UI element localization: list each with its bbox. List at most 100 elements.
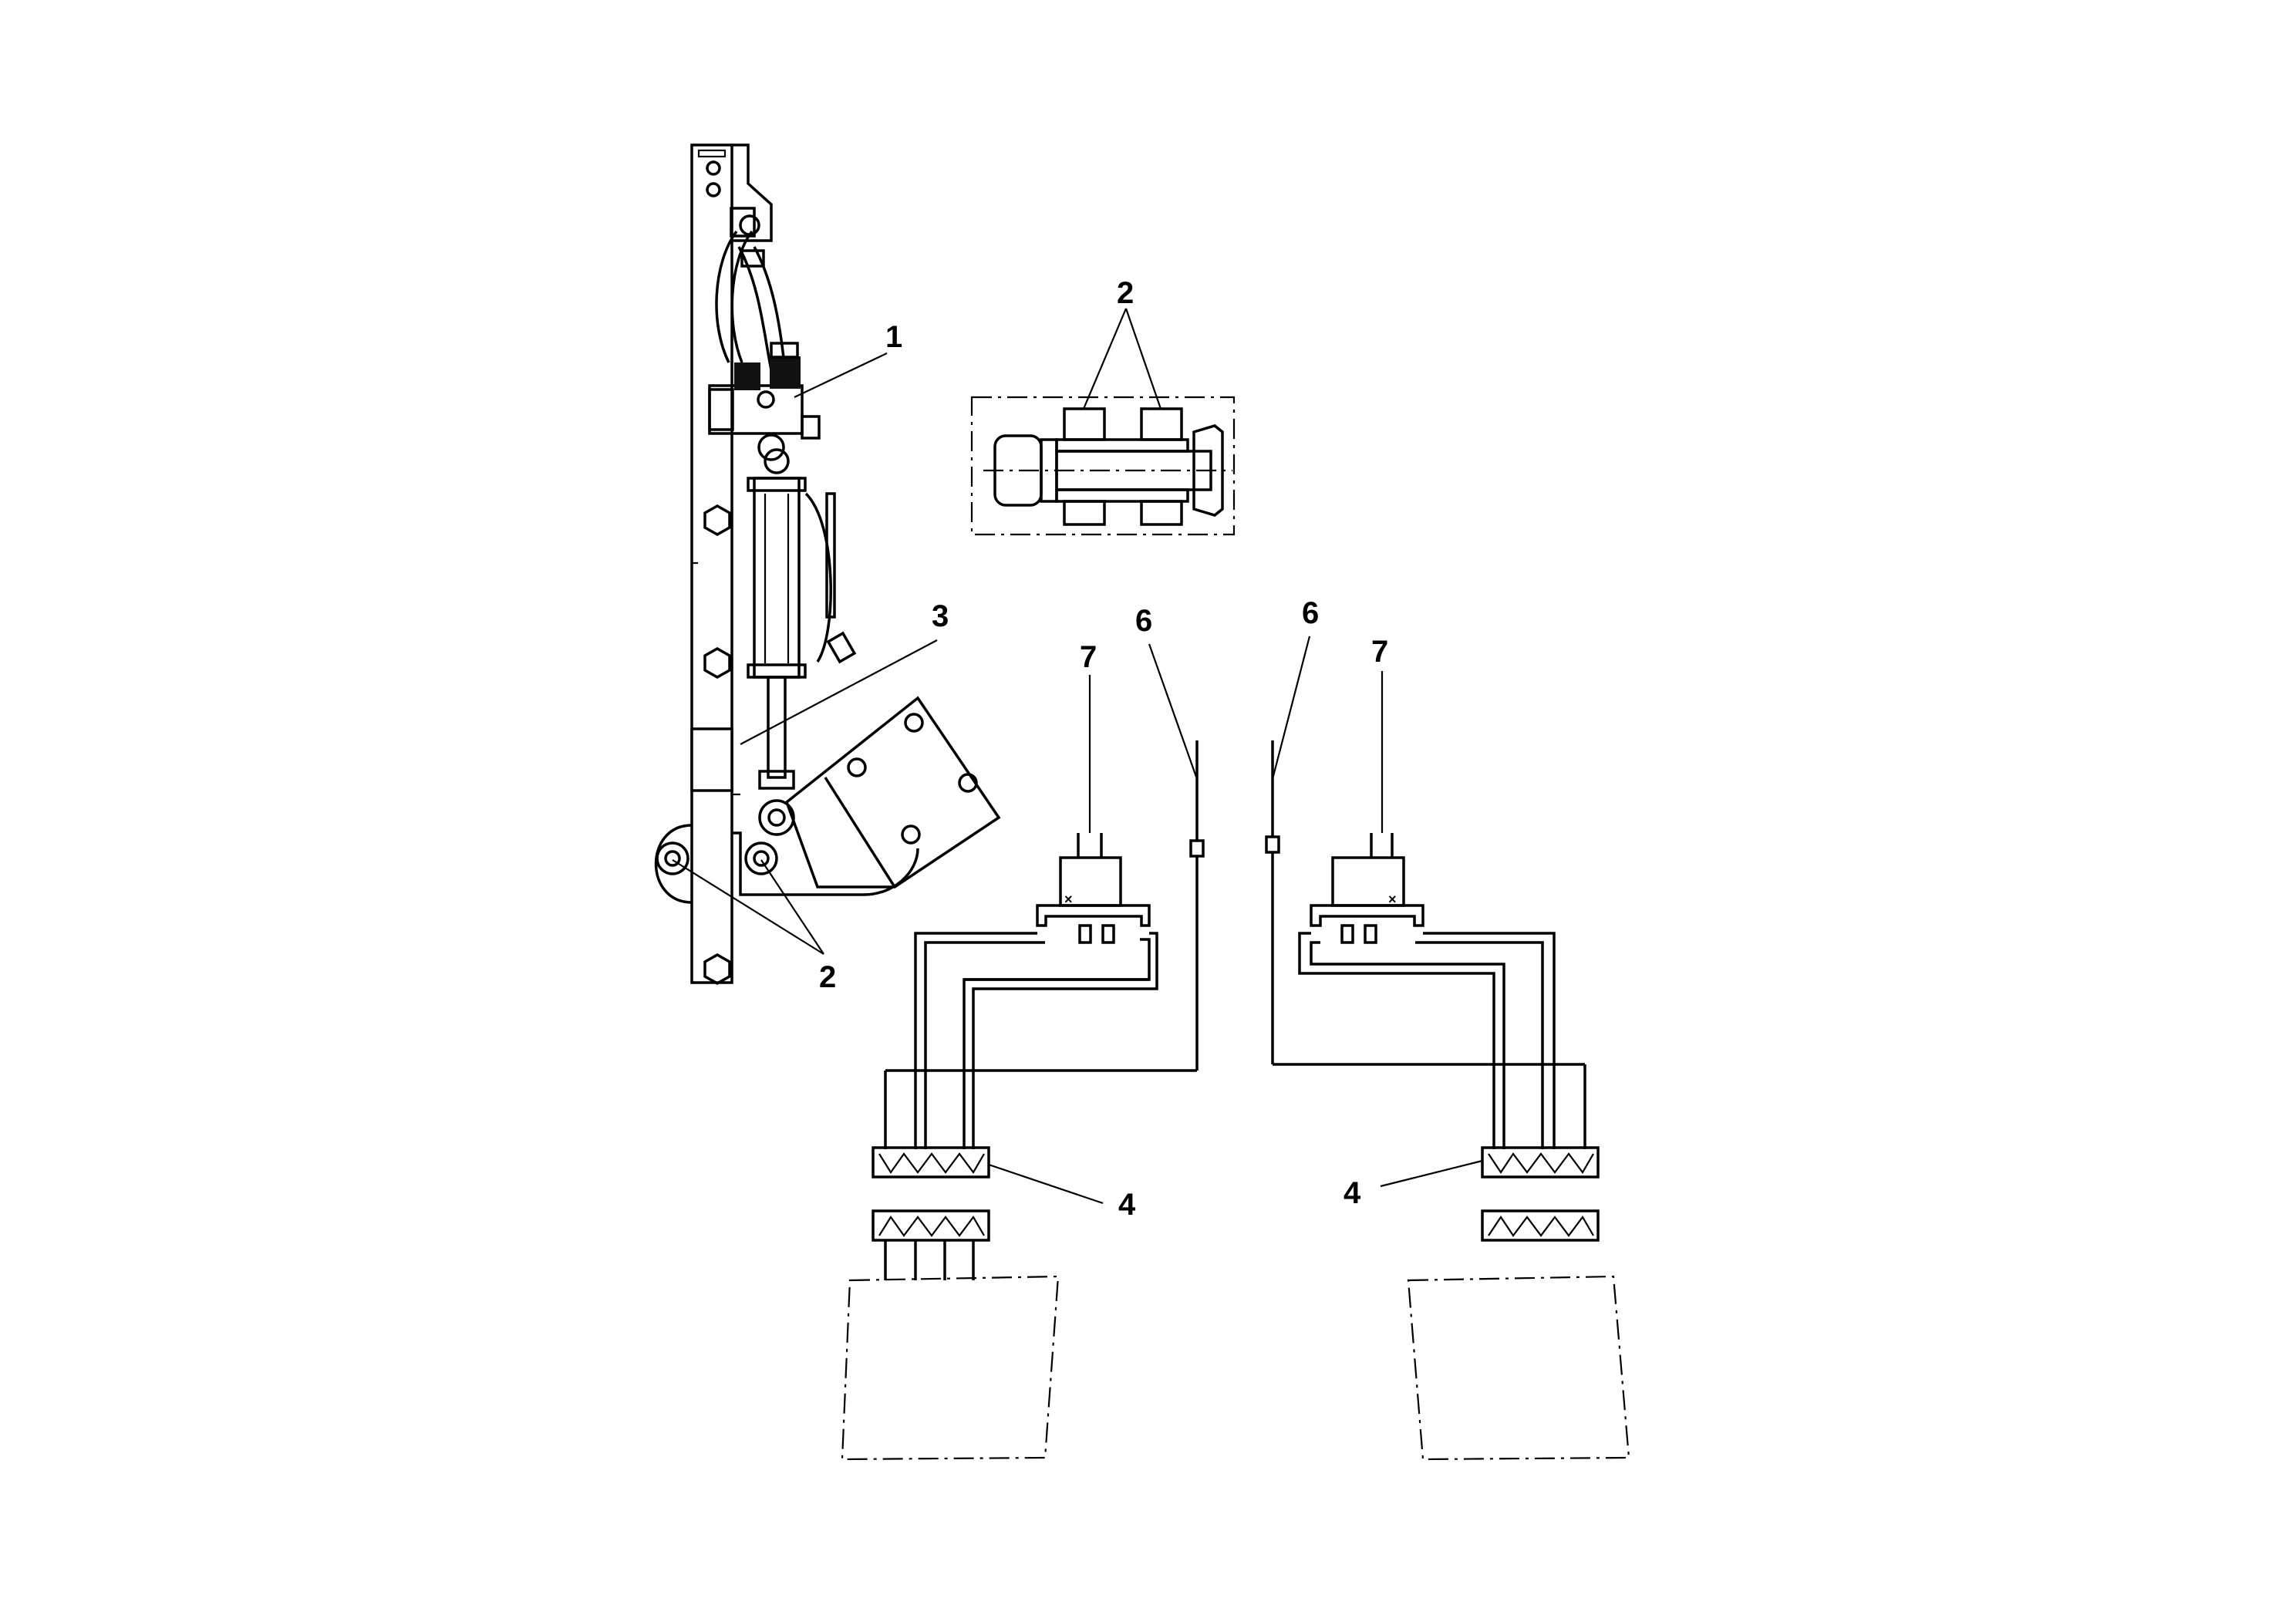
pivot-bolt-1	[656, 841, 689, 875]
cylinder-rod	[767, 676, 787, 779]
leader-6-left	[1148, 643, 1199, 780]
left-harness-wire-4	[963, 978, 1149, 1149]
foot-plate-fold	[824, 777, 896, 888]
detail-nut	[1192, 424, 1224, 517]
frame-top-cap	[697, 149, 727, 158]
hose-fitting-1	[730, 207, 756, 238]
valve-port	[801, 415, 821, 440]
frame-assembly	[690, 143, 773, 986]
detail-lower-sleeve	[1055, 488, 1189, 503]
top-hole-2	[706, 182, 721, 197]
valve-knob	[757, 390, 775, 409]
left-switch-pin-2	[1101, 924, 1115, 944]
right-connector-lower-teeth	[1488, 1216, 1594, 1237]
leader-2-main-a	[672, 859, 824, 955]
hose-fitting-ring	[739, 214, 760, 236]
pivot-bolt-1-center	[664, 850, 681, 867]
callout-1: 1	[885, 320, 902, 354]
top-hole-1	[706, 160, 721, 176]
leader-lines	[672, 308, 1483, 1205]
leader-2-main-b	[760, 859, 824, 955]
right-harness-wire-3	[1423, 932, 1556, 1149]
left-connector-lower	[872, 1209, 990, 1242]
hydraulic-cylinder	[747, 448, 857, 836]
valve-solenoid-2	[770, 356, 801, 389]
right-control-unit-outline	[1407, 1275, 1630, 1461]
hose-fitting-2	[740, 249, 765, 268]
left-harness-wire-1	[972, 932, 1158, 1149]
hose-1-inner	[730, 230, 754, 363]
callout-labels: 1 2 2 3 4 4 6 6 7 7	[819, 276, 1388, 1222]
cylinder-pipe	[825, 492, 836, 619]
detail-bushing-1-bottom	[1063, 500, 1106, 526]
left-cable-clip	[1189, 839, 1205, 858]
callout-2-main: 2	[819, 960, 836, 994]
right-harness-wire-1	[1298, 932, 1495, 1149]
left-switch-bracket	[1036, 904, 1151, 927]
foot-plate-outline	[784, 696, 1001, 889]
valve-side-block	[708, 388, 734, 431]
pivot-bolt-2	[744, 841, 778, 875]
top-bracket	[732, 143, 773, 242]
right-harness-wire-2	[1310, 941, 1505, 1149]
detail-bushing-1-top	[1063, 407, 1106, 441]
hose-1-outer	[715, 230, 738, 363]
right-connector-lower	[1481, 1209, 1600, 1242]
detail-bushing-2-top	[1140, 407, 1183, 441]
right-harness-wire-4	[1415, 941, 1544, 1149]
bolt-detail-view	[970, 396, 1236, 536]
hydraulic-valve-assembly	[708, 342, 821, 461]
left-wiring: ×	[841, 740, 1205, 1461]
pivot-bolt-2-center	[753, 850, 770, 867]
right-wiring: ×	[1265, 740, 1630, 1461]
valve-body	[708, 384, 804, 435]
foot-bolt-4	[901, 824, 921, 845]
foot-bolt-3	[958, 773, 978, 793]
frame-block	[690, 727, 733, 792]
callout-6-right: 6	[1302, 596, 1319, 630]
right-switch-mark: ×	[1388, 892, 1397, 907]
left-switch-mark: ×	[1064, 892, 1073, 907]
cylinder-top-eye	[764, 448, 790, 474]
cylinder-fitting	[826, 631, 857, 664]
frame-bolt-1	[703, 504, 731, 537]
foot-bolt-2	[847, 757, 867, 777]
valve-lower-eye	[757, 433, 785, 461]
cylinder-bottom-cap	[747, 663, 807, 679]
hose-2-outer	[737, 246, 773, 371]
left-harness-wire-1b	[964, 938, 1151, 981]
right-switch-pin-1	[1340, 924, 1354, 944]
left-connector-upper-teeth	[878, 1152, 985, 1174]
callout-2-detail: 2	[1117, 276, 1134, 310]
frame-bolt-3	[703, 953, 731, 986]
foot-bolt-1	[904, 713, 924, 733]
detail-boundary	[970, 396, 1236, 536]
right-cable-clip	[1265, 835, 1280, 854]
cylinder-top-cap	[747, 477, 807, 492]
callout-4-left: 4	[1118, 1188, 1136, 1222]
leader-2-detail-a	[1082, 308, 1128, 410]
cylinder-barrel	[753, 477, 801, 679]
rod-eye-pin	[767, 808, 786, 827]
leader-1	[794, 352, 888, 398]
valve-cap	[770, 342, 799, 359]
right-switch-bracket	[1310, 904, 1424, 927]
left-switch-pin-1	[1078, 924, 1092, 944]
leader-3	[740, 639, 938, 745]
left-control-unit-outline	[841, 1275, 1060, 1461]
left-harness-wire-3	[924, 941, 1045, 1149]
hydraulic-hoses	[715, 207, 787, 371]
right-connector-upper	[1481, 1146, 1600, 1179]
right-switch-pin-2	[1364, 924, 1377, 944]
valve-solenoid-1	[734, 363, 760, 390]
callout-7-right: 7	[1371, 635, 1388, 669]
callout-6-left: 6	[1135, 604, 1152, 638]
callout-4-right: 4	[1344, 1176, 1361, 1210]
cylinder-hose	[804, 492, 832, 663]
leader-4-left	[988, 1163, 1104, 1205]
detail-upper-sleeve	[1055, 438, 1189, 453]
rod-clevis	[758, 770, 795, 790]
left-harness-wire-2	[914, 932, 1037, 1149]
leader-4-right	[1380, 1159, 1483, 1188]
